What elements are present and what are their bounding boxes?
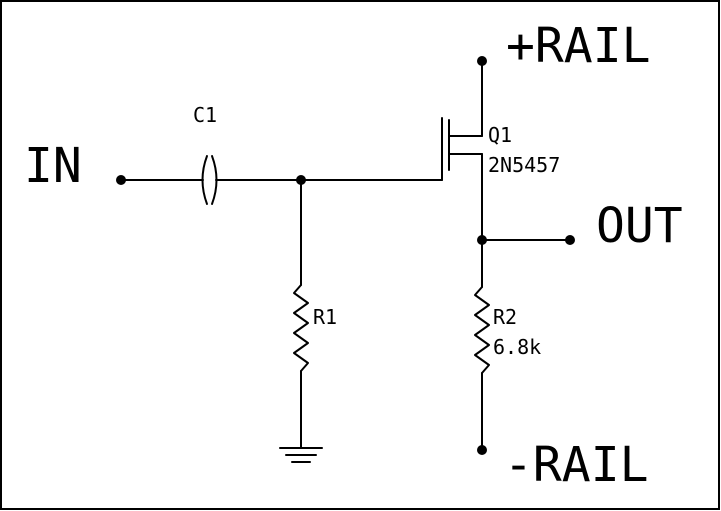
capacitor-c1 [201,155,218,205]
output-label: OUT [596,198,683,254]
jfet-q1-part-label: 2N5457 [488,153,560,177]
positive-rail-label: +RAIL [506,18,651,74]
input-label: IN [24,138,82,194]
resistor-r1-body [293,284,309,372]
capacitor-c1-left-plate [201,155,208,205]
negative-rail-label: -RAIL [504,437,649,493]
resistor-r1 [293,179,309,449]
resistor-r2-label: R2 [493,305,517,329]
negative-rail-terminal [477,445,487,455]
resistor-r2-body [474,286,490,374]
ground-icon [279,447,323,463]
input-net [116,175,204,185]
resistor-r2 [474,239,490,451]
resistor-r2-value: 6.8k [493,335,541,359]
output-terminal [565,235,575,245]
resistor-r1-label: R1 [313,305,337,329]
jfet-q1 [441,60,483,241]
capacitor-c1-label: C1 [193,103,217,127]
jfet-q1-label: Q1 [488,123,512,147]
positive-rail-terminal [477,56,487,66]
